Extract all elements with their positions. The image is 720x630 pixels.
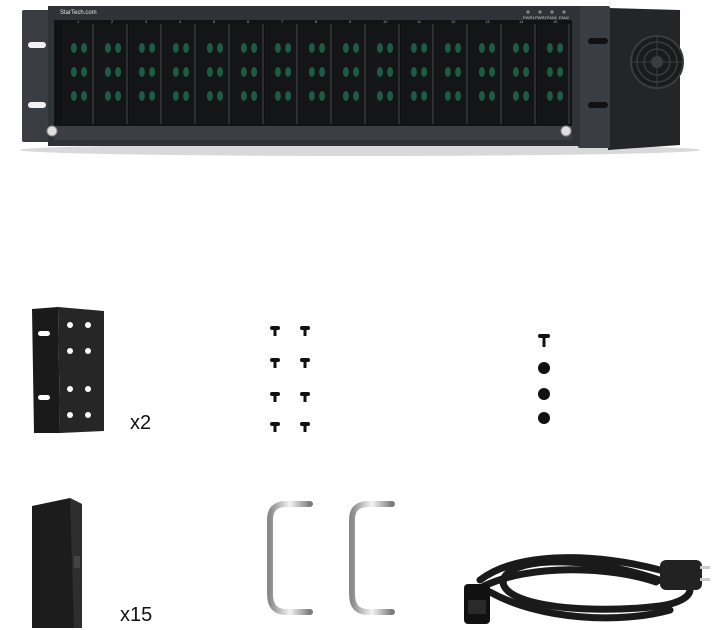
slot-number: 10	[383, 19, 388, 24]
screw	[300, 326, 310, 336]
card-slot	[334, 24, 366, 124]
slot-number: 11	[417, 19, 422, 24]
card-slot	[436, 24, 468, 124]
card-slots	[62, 24, 570, 124]
screw	[270, 358, 280, 368]
mounting-bracket	[32, 307, 104, 433]
screw-head	[538, 362, 550, 374]
brand-logo: StarTech.com	[60, 10, 97, 16]
led-label-fan2: FAN2	[559, 15, 570, 20]
slot-number: 7	[281, 19, 284, 24]
screw	[270, 326, 280, 336]
card-slot	[130, 24, 162, 124]
handle	[267, 501, 313, 615]
power-cord	[464, 554, 710, 624]
chrome-handles	[267, 501, 395, 615]
slot-covers-quantity: x15	[120, 604, 153, 626]
card-slot	[470, 24, 502, 124]
slot-number: 9	[349, 19, 352, 24]
screw-set-large	[538, 334, 550, 424]
screw	[300, 392, 310, 402]
card-slot	[198, 24, 230, 124]
screw	[270, 422, 280, 432]
screw-set-small	[270, 326, 310, 432]
fan-grill	[630, 35, 684, 89]
screw	[270, 392, 280, 402]
power-plug	[660, 560, 710, 590]
slot-number: 14	[519, 19, 524, 24]
slot-cover-plate	[32, 498, 82, 628]
screw	[538, 334, 550, 347]
iec-connector	[464, 584, 490, 624]
card-slot	[504, 24, 536, 124]
slot-number: 3	[145, 19, 148, 24]
card-slot	[538, 24, 570, 124]
card-slot	[368, 24, 400, 124]
slot-number: 5	[213, 19, 216, 24]
card-slot	[96, 24, 128, 124]
slot-number: 15	[553, 19, 558, 24]
card-slot	[402, 24, 434, 124]
card-slot	[62, 24, 94, 124]
screw	[300, 422, 310, 432]
slot-number: 12	[451, 19, 456, 24]
screw-head	[538, 388, 550, 400]
card-slot	[164, 24, 196, 124]
led-label-pwr2: PWR2	[535, 15, 547, 20]
card-slot	[300, 24, 332, 124]
slot-number: 13	[485, 19, 490, 24]
slot-number: 6	[247, 19, 250, 24]
screw	[300, 358, 310, 368]
brackets-quantity: x2	[130, 412, 152, 434]
handle	[349, 501, 395, 615]
led-label-pwr1: PWR1	[523, 15, 535, 20]
screw-head	[538, 412, 550, 424]
slot-number: 2	[111, 19, 114, 24]
led-label-fan1: FAN1	[547, 15, 558, 20]
slot-number: 1	[77, 19, 80, 24]
rackmount-chassis	[20, 6, 700, 156]
card-slot	[232, 24, 264, 124]
slot-number: 4	[179, 19, 182, 24]
card-slot	[266, 24, 298, 124]
slot-number: 8	[315, 19, 318, 24]
